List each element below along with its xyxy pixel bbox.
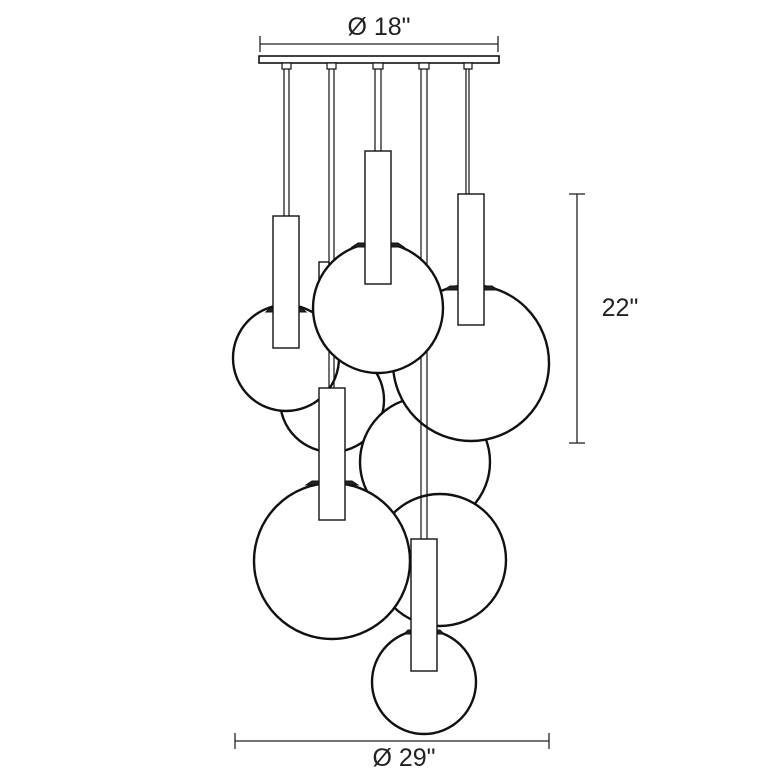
pendant-right — [391, 62, 551, 443]
socket-lower-left — [318, 387, 346, 521]
pendant-center — [311, 62, 445, 375]
overall-width-dimension: Ø 29" — [234, 733, 550, 772]
pendant-left — [231, 62, 341, 413]
socket-left — [272, 215, 300, 349]
socket-bottom — [410, 538, 438, 672]
canopy-width-dimension: Ø 18" — [259, 13, 499, 52]
pendant-bottom — [370, 538, 478, 736]
canopy — [258, 55, 500, 64]
pendant-lower-left — [252, 387, 412, 641]
height-dimension: 22" — [569, 193, 639, 444]
socket-right — [457, 193, 485, 326]
overall-diameter-label: Ø 29" — [372, 744, 435, 772]
canopy-diameter-label: Ø 18" — [347, 13, 410, 41]
socket-center — [364, 150, 392, 285]
height-label: 22" — [602, 294, 639, 322]
